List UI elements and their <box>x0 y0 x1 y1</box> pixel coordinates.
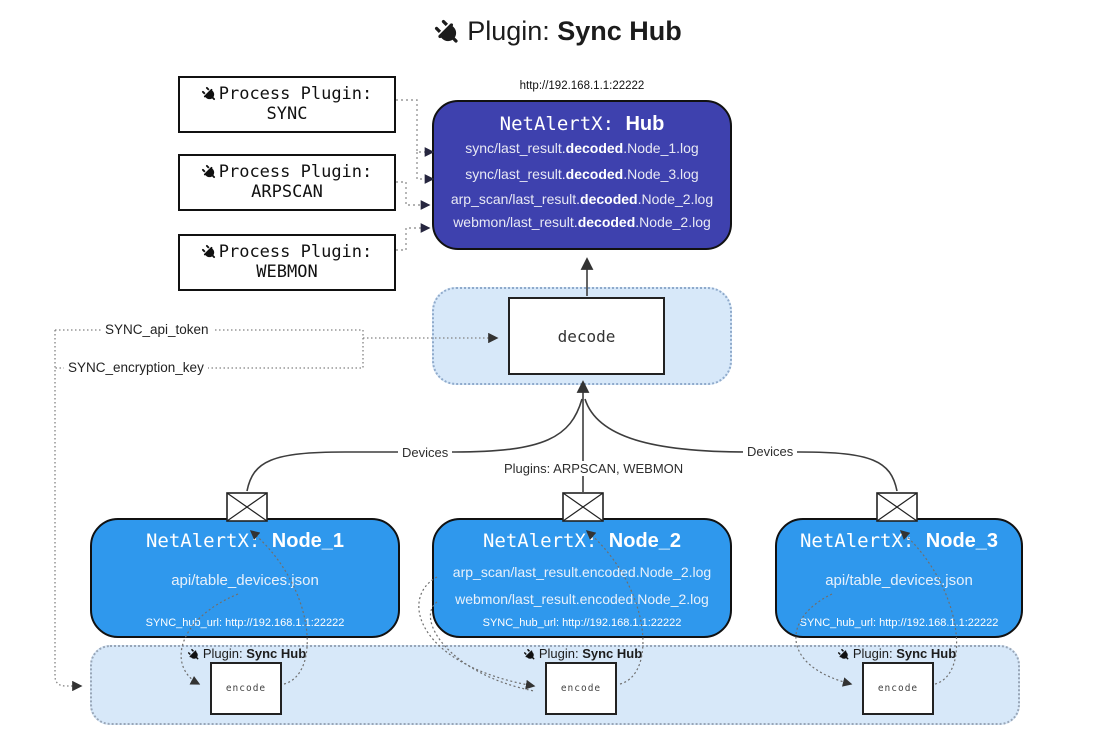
encode-plugin-label: Plugin: Sync Hub <box>817 646 977 661</box>
encode-plugin-label: Plugin: Sync Hub <box>167 646 327 661</box>
process-plugin-box-webmon: Process Plugin: WEBMON <box>178 234 396 291</box>
config-label-encryption-key: SYNC_encryption_key <box>64 360 208 375</box>
node-box-node-1: NetAlertX: Node_1 api/table_devices.json… <box>90 518 400 638</box>
encode-box: encode <box>210 662 282 715</box>
node-file-line: webmon/last_result.encoded.Node_2.log <box>455 591 709 607</box>
edge-node3-devices <box>584 398 898 492</box>
plug-icon <box>201 244 215 258</box>
process-plugin-name: WEBMON <box>256 262 318 282</box>
plug-icon <box>201 86 215 100</box>
hub-file-line: sync/last_result.decoded.Node_1.log <box>465 140 699 156</box>
page-title: Plugin: Sync Hub <box>0 16 1117 47</box>
encode-box: encode <box>545 662 617 715</box>
process-plugin-label: Process Plugin: <box>180 162 394 182</box>
encode-plugin-label: Plugin: Sync Hub <box>503 646 663 661</box>
node-hub-url: SYNC_hub_url: http://192.168.1.1:22222 <box>799 617 999 629</box>
process-plugin-box-arpscan: Process Plugin: ARPSCAN <box>178 154 396 211</box>
hub-file-line: arp_scan/last_result.decoded.Node_2.log <box>450 191 714 207</box>
process-plugin-box-sync: Process Plugin: SYNC <box>178 76 396 133</box>
node-file-line: api/table_devices.json <box>171 572 319 589</box>
envelope-icon <box>562 492 604 522</box>
hub-title: NetAlertX: Hub <box>499 113 665 135</box>
page-title-prefix: Plugin: <box>467 16 558 46</box>
node-hub-url: SYNC_hub_url: http://192.168.1.1:22222 <box>145 617 345 629</box>
node-box-node-2: NetAlertX: Node_2 arp_scan/last_result.e… <box>432 518 732 638</box>
plugin-to-hub-connectors <box>396 99 435 251</box>
config-label-api-token: SYNC_api_token <box>101 322 213 337</box>
hub-file-line: sync/last_result.decoded.Node_3.log <box>465 165 699 182</box>
node-title: NetAlertX: Node_3 <box>799 530 999 552</box>
plug-icon <box>837 648 849 660</box>
node-title: NetAlertX: Node_1 <box>145 530 345 552</box>
envelope-icon <box>226 492 268 522</box>
plug-icon <box>187 648 199 660</box>
edge-label-devices-left: Devices <box>398 445 453 460</box>
process-plugin-name: SYNC <box>266 104 308 124</box>
node-box-node-3: NetAlertX: Node_3 api/table_devices.json… <box>775 518 1023 638</box>
encode-box: encode <box>862 662 934 715</box>
edge-label-plugins: Plugins: ARPSCAN, WEBMON <box>500 461 688 476</box>
envelope-icons <box>226 492 918 522</box>
node-file-line: arp_scan/last_result.encoded.Node_2.log <box>452 564 712 580</box>
process-plugin-label: Process Plugin: <box>180 84 394 104</box>
plug-icon <box>435 19 458 43</box>
hub-url-label: http://192.168.1.1:22222 <box>519 80 645 92</box>
plug-icon <box>523 648 535 660</box>
node-title: NetAlertX: Node_2 <box>482 530 682 552</box>
process-plugin-label: Process Plugin: <box>180 242 394 262</box>
process-plugin-name: ARPSCAN <box>251 182 323 202</box>
hub-box: NetAlertX: Hub sync/last_result.decoded.… <box>432 100 732 250</box>
edge-label-devices-right: Devices <box>743 444 798 459</box>
decode-box: decode <box>508 297 665 375</box>
node-file-line: api/table_devices.json <box>825 572 973 589</box>
page-title-bold: Sync Hub <box>557 16 682 46</box>
hub-file-line: webmon/last_result.decoded.Node_2.log <box>453 214 711 230</box>
plug-icon <box>201 164 215 178</box>
envelope-icon <box>876 492 918 522</box>
node-hub-url: SYNC_hub_url: http://192.168.1.1:22222 <box>482 617 682 629</box>
